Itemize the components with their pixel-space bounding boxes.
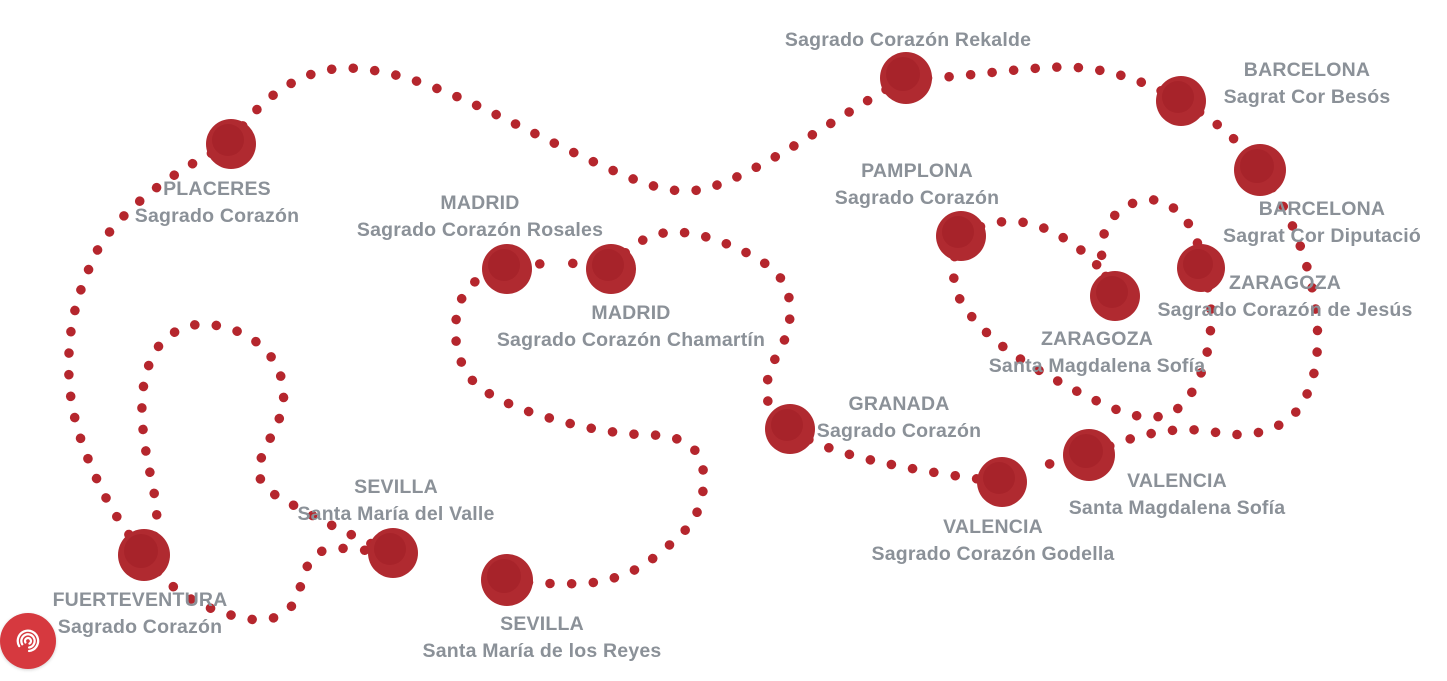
label-city: PLACERES xyxy=(163,178,271,200)
label-school: Sagrat Cor Besós xyxy=(1223,86,1391,108)
marker-barcelona-besos[interactable] xyxy=(1156,76,1206,126)
route-segment-placeres-rekalde xyxy=(226,63,911,196)
label-barcelona-diputacio: BARCELONA Sagrat Cor Diputació xyxy=(1223,196,1421,250)
label-city: FUERTEVENTURA xyxy=(52,589,228,611)
label-barcelona-besos: BARCELONA Sagrat Cor Besós xyxy=(1224,57,1391,111)
label-school: Sagrado Corazón xyxy=(134,205,300,227)
route-segment-placeres-fuerteventura xyxy=(63,139,236,560)
marker-inner-circle xyxy=(771,409,803,441)
marker-rekalde[interactable] xyxy=(880,52,932,104)
route-segment-right-loop xyxy=(1084,165,1323,460)
label-city: VALENCIA xyxy=(1127,470,1227,492)
label-city: PAMPLONA xyxy=(861,160,973,182)
marker-inner-circle xyxy=(886,57,920,91)
marker-inner-circle xyxy=(592,249,624,281)
marker-inner-circle xyxy=(1162,81,1194,113)
marker-inner-circle xyxy=(983,462,1015,494)
label-city: MADRID xyxy=(591,302,671,324)
label-valencia-sofia: VALENCIA Santa Magdalena Sofía xyxy=(1069,468,1286,522)
marker-inner-circle xyxy=(1183,249,1213,279)
marker-zaragoza-sofia[interactable] xyxy=(1090,271,1140,321)
marker-sevilla-reyes[interactable] xyxy=(481,554,533,606)
marker-inner-circle xyxy=(374,533,406,565)
marker-fuerteventura[interactable] xyxy=(118,529,170,581)
label-fuerteventura: FUERTEVENTURA Sagrado Corazón xyxy=(53,587,228,641)
marker-granada[interactable] xyxy=(765,404,815,454)
label-sevilla-valle: SEVILLA Santa María del Valle xyxy=(297,474,494,528)
label-school: Santa Magdalena Sofía xyxy=(1068,497,1286,519)
route-segment-left-loop-sevilla xyxy=(137,319,398,560)
marker-inner-circle xyxy=(942,216,974,248)
label-madrid-chamartin: MADRID Sagrado Corazón Chamartín xyxy=(497,300,765,354)
label-zaragoza-sofia: ZARAGOZA Santa Magdalena Sofía xyxy=(989,326,1206,380)
label-placeres: PLACERES Sagrado Corazón xyxy=(135,176,299,230)
marker-madrid-rosales[interactable] xyxy=(482,244,532,294)
marker-inner-circle xyxy=(1240,149,1274,183)
label-city: VALENCIA xyxy=(943,516,1043,538)
route-segment-pamplona-diagonal xyxy=(948,231,1216,422)
marker-inner-circle xyxy=(1069,434,1103,468)
label-school: Sagrado Corazón xyxy=(816,420,982,442)
label-madrid-rosales: MADRID Sagrado Corazón Rosales xyxy=(357,190,603,244)
label-school: Sagrat Cor Diputació xyxy=(1223,225,1421,247)
label-rekalde: Sagrado Corazón Rekalde xyxy=(785,27,1031,54)
marker-madrid-chamartin[interactable] xyxy=(586,244,636,294)
label-school: Sagrado Corazón Godella xyxy=(871,543,1115,565)
marker-inner-circle xyxy=(212,124,244,156)
route-segment-godella-valencia xyxy=(1013,453,1073,479)
marker-pamplona[interactable] xyxy=(936,211,986,261)
label-school: Sagrado Corazón xyxy=(57,616,223,638)
label-school: Sagrado Corazón Rekalde xyxy=(784,29,1032,51)
label-city: GRANADA xyxy=(848,393,950,415)
marker-valencia-godella[interactable] xyxy=(977,457,1027,507)
label-city: MADRID xyxy=(440,192,520,214)
label-city: SEVILLA xyxy=(354,476,438,498)
marker-zaragoza-jesus[interactable] xyxy=(1177,244,1225,292)
label-sevilla-reyes: SEVILLA Santa María de los Reyes xyxy=(423,611,662,665)
label-city: ZARAGOZA xyxy=(1228,272,1342,294)
fingerprint-icon xyxy=(11,624,45,658)
label-school: Sagrado Corazón Rosales xyxy=(356,219,604,241)
label-school: Sagrado Corazón Chamartín xyxy=(496,329,766,351)
label-city: BARCELONA xyxy=(1243,59,1371,81)
fingerprint-button[interactable] xyxy=(0,613,56,669)
route-segment-fuerteventura-zigzag xyxy=(139,543,375,625)
label-zaragoza-jesus: ZARAGOZA Sagrado Corazón de Jesús xyxy=(1157,270,1412,324)
label-school: Santa Magdalena Sofía xyxy=(988,355,1206,377)
marker-inner-circle xyxy=(1096,276,1128,308)
marker-barcelona-diputacio[interactable] xyxy=(1234,144,1286,196)
label-city: SEVILLA xyxy=(500,613,584,635)
label-valencia-godella: VALENCIA Sagrado Corazón Godella xyxy=(872,514,1115,568)
location-markers xyxy=(118,52,1286,606)
route-segment-pamplona-zaragoza-sofia xyxy=(956,216,1120,301)
label-school: Santa María del Valle xyxy=(297,503,495,525)
route-segment-rekalde-besos xyxy=(901,62,1186,106)
marker-inner-circle xyxy=(124,534,158,568)
label-school: Santa María de los Reyes xyxy=(422,640,662,662)
route-segment-reyes-rosales xyxy=(450,264,709,589)
marker-placeres[interactable] xyxy=(206,119,256,169)
label-granada: GRANADA Sagrado Corazón xyxy=(817,391,981,445)
marker-valencia-sofia[interactable] xyxy=(1063,429,1115,481)
label-city: BARCELONA xyxy=(1258,198,1386,220)
marker-inner-circle xyxy=(487,559,521,593)
marker-inner-circle xyxy=(488,249,520,281)
route-segment-chamartin-granada xyxy=(606,227,795,434)
label-school: Sagrado Corazón de Jesús xyxy=(1157,299,1413,321)
marker-sevilla-valle[interactable] xyxy=(368,528,418,578)
label-city: ZARAGOZA xyxy=(1040,328,1154,350)
label-school: Sagrado Corazón xyxy=(834,187,1000,209)
route-dotted-paths xyxy=(63,62,1323,625)
label-pamplona: PAMPLONA Sagrado Corazón xyxy=(835,158,999,212)
